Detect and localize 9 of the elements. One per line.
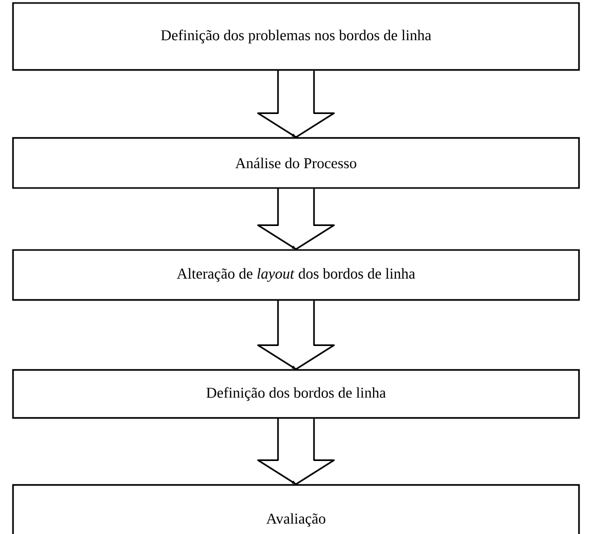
block-arrow bbox=[257, 188, 335, 250]
block-arrow bbox=[257, 300, 335, 370]
process-box: Alteração de layout dos bordos de linha bbox=[12, 249, 580, 301]
process-box: Definição dos bordos de linha bbox=[12, 369, 580, 419]
process-box: Avaliação bbox=[12, 484, 580, 534]
block-arrow bbox=[257, 418, 335, 485]
process-box: Definição dos problemas nos bordos de linha bbox=[12, 2, 580, 71]
block-arrow bbox=[257, 70, 335, 138]
process-box: Análise do Processo bbox=[12, 137, 580, 189]
